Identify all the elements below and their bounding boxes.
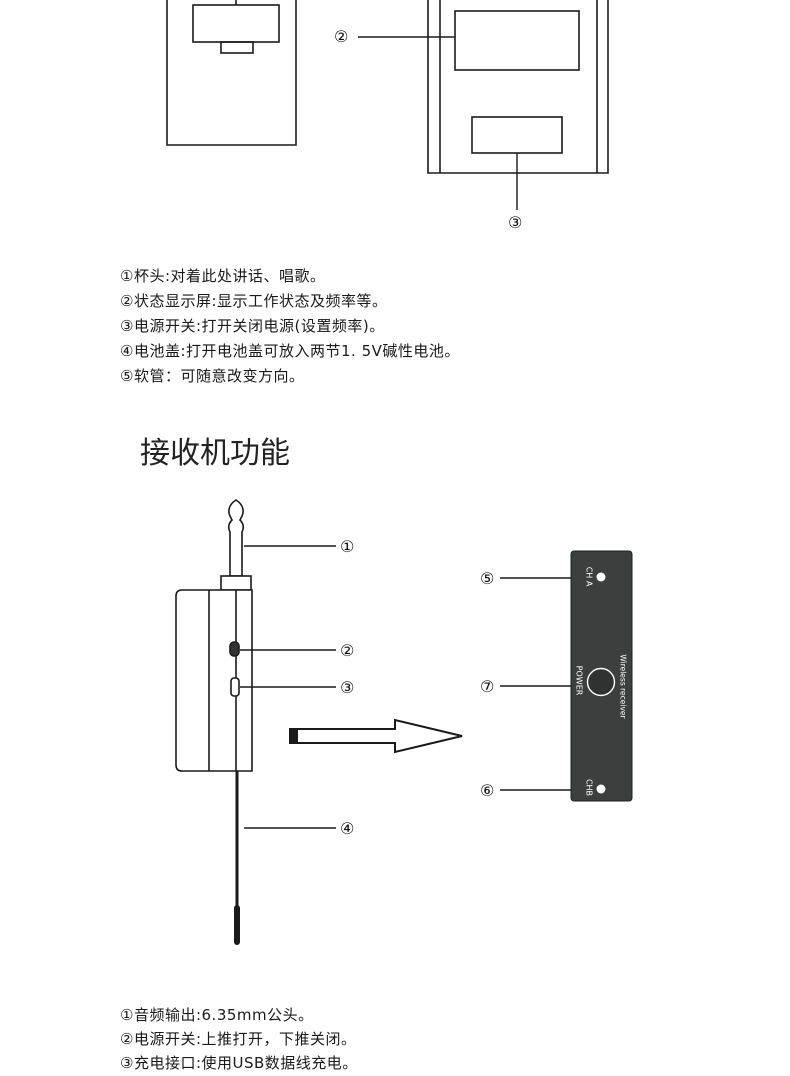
receiver-callout-3: ③	[340, 678, 355, 697]
antenna	[234, 771, 240, 945]
status-display-screen	[454, 10, 580, 71]
mic-left-body	[166, 0, 297, 146]
receiver-note-1: ①音频输出:6.35mm公头。	[120, 1006, 314, 1024]
usb-charge-port	[230, 677, 240, 697]
receiver-callout-6: ⑥	[480, 781, 495, 800]
receiver-callout-2: ②	[340, 641, 355, 660]
power-switch	[471, 116, 563, 154]
microphone-diagram	[166, 0, 609, 210]
audio-jack-plug	[220, 499, 252, 591]
arrow-icon	[289, 718, 463, 754]
cha-indicator-icon	[596, 572, 606, 582]
mic-note-3: ③电源开关:打开关闭电源(设置频率)。	[120, 317, 385, 335]
receiver-callout-7: ⑦	[480, 677, 495, 696]
mic-note-1: ①杯头:对着此处讲话、唱歌。	[120, 267, 326, 285]
panel-label-power: POWER	[574, 665, 584, 696]
receiver-note-3: ③充电接口:使用USB数据线充电。	[120, 1054, 358, 1072]
receiver-note-2: ②电源开关:上推打开，下推关闭。	[120, 1030, 357, 1048]
mic-note-2: ②状态显示屏:显示工作状态及频率等。	[120, 292, 388, 310]
mic-note-5: ⑤软管：可随意改变方向。	[120, 367, 305, 385]
panel-label-cha: CH A	[584, 566, 594, 587]
mic-callout-3: ③	[508, 213, 523, 232]
mic-callout-2: ②	[334, 27, 349, 46]
receiver-callout-5: ⑤	[480, 569, 495, 588]
receiver-heading: 接收机功能	[140, 436, 290, 471]
power-slide-switch	[229, 641, 240, 657]
power-button-icon	[586, 667, 616, 697]
mic-note-4: ④电池盖:打开电池盖可放入两节1. 5V碱性电池。	[120, 342, 460, 360]
mic-right-body	[427, 0, 609, 174]
receiver-callout-1: ①	[340, 537, 355, 556]
panel-label-chb: CHB	[584, 778, 594, 797]
panel-label-wireless: Wireless receiver	[618, 654, 628, 719]
receiver-callout-4: ④	[340, 819, 355, 838]
chb-indicator-icon	[596, 784, 606, 794]
receiver-body	[175, 589, 253, 772]
